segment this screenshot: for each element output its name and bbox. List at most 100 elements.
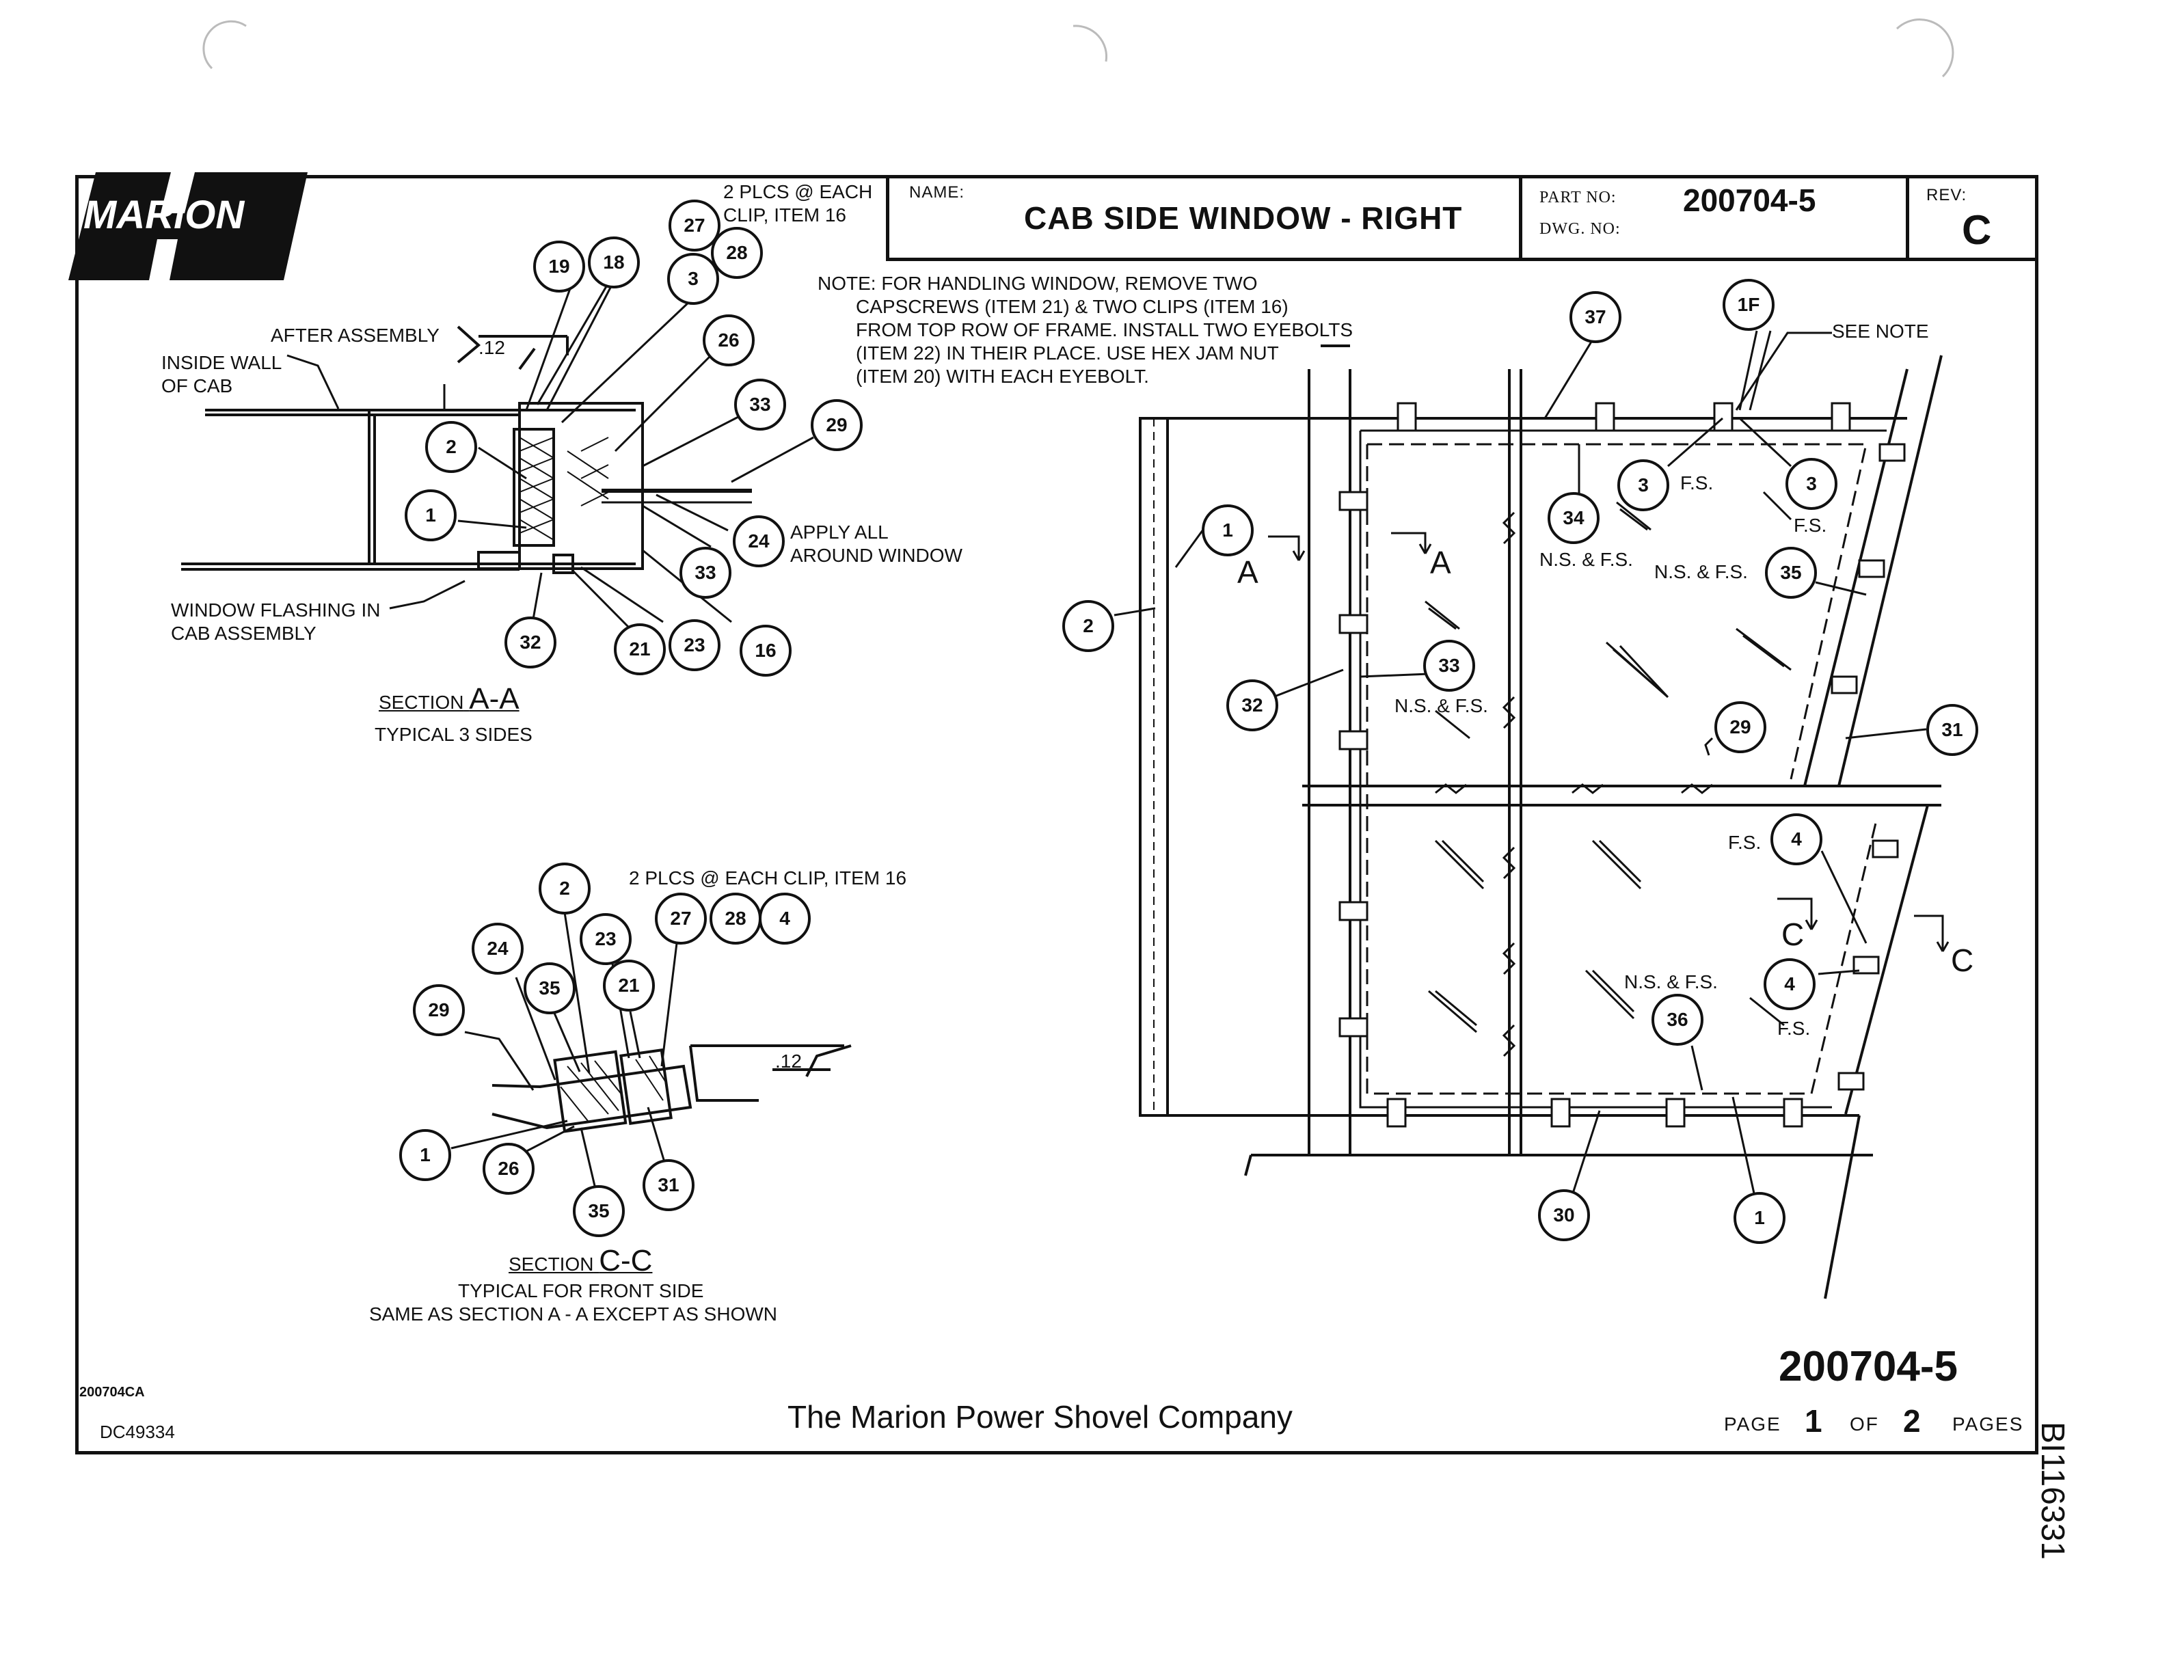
item-balloon: 21 (603, 960, 655, 1012)
cc-section-title: SECTION C-C (509, 1244, 652, 1278)
note-line-4: (ITEM 22) IN THEIR PLACE. USE HEX JAM NU… (856, 342, 1279, 364)
item-balloon: 3 (667, 253, 719, 305)
item-balloon: 35 (524, 962, 576, 1014)
note-line-5: (ITEM 20) WITH EACH EYEBOLT. (856, 366, 1149, 387)
note-line-3: FROM TOP ROW OF FRAME. INSTALL TWO EYEBO… (856, 319, 1353, 340)
item-balloon: 29 (1714, 701, 1766, 753)
cc-subtitle-2: SAME AS SECTION A - A EXCEPT AS SHOWN (369, 1303, 777, 1325)
item-balloon: 28 (711, 227, 763, 279)
item-balloon: 2 (425, 421, 477, 473)
aa-inside-wall-2: OF CAB (161, 375, 233, 396)
section-c-marker: C (1781, 917, 1805, 952)
aa-flashing-2: CAB ASSEMBLY (171, 623, 316, 644)
cc-clip-note: 2 PLCS @ EACH CLIP, ITEM 16 (629, 867, 907, 889)
item-balloon: 24 (733, 515, 785, 567)
aa-inside-wall-1: INSIDE WALL (161, 352, 282, 373)
item-balloon: 33 (1423, 640, 1475, 692)
fs-label: F.S. (1680, 472, 1714, 493)
item-balloon: 4 (1770, 813, 1822, 865)
fs-label: F.S. (1728, 832, 1762, 853)
aa-section-title: SECTION A-A (379, 682, 520, 716)
item-balloon: 2 (539, 863, 591, 914)
item-balloon: 1 (405, 489, 457, 541)
item-balloon: 37 (1569, 291, 1621, 343)
item-balloon: 34 (1548, 492, 1600, 544)
item-balloon: 19 (533, 241, 585, 293)
item-balloon: 26 (483, 1143, 535, 1195)
item-balloon: 1F (1723, 279, 1775, 331)
item-balloon: 18 (588, 236, 640, 288)
company-name: The Marion Power Shovel Company (787, 1399, 1293, 1435)
aa-flashing-1: WINDOW FLASHING IN (171, 599, 381, 621)
ns-fs-label: N.S. & F.S. (1394, 695, 1488, 716)
aa-apply-2: AROUND WINDOW (790, 545, 962, 566)
see-note-label: SEE NOTE (1832, 321, 1929, 342)
item-balloon: 29 (413, 984, 465, 1036)
sheet-border (75, 175, 2038, 1454)
item-balloon: 3 (1785, 458, 1837, 510)
item-balloon: 30 (1538, 1189, 1590, 1241)
cc-dim: .12 (775, 1051, 802, 1072)
item-balloon: 23 (669, 619, 720, 671)
page-label: PAGE (1724, 1413, 1781, 1435)
item-balloon: 35 (573, 1185, 625, 1237)
item-balloon: 32 (504, 617, 556, 668)
part-number-large: 200704-5 (1779, 1343, 1958, 1390)
part-no-label: PART NO: (1539, 189, 1617, 206)
drawing-title: CAB SIDE WINDOW - RIGHT (1024, 200, 1463, 236)
rev-label: REV: (1926, 186, 1967, 204)
item-balloon: 3 (1617, 459, 1669, 511)
pages-label: PAGES (1952, 1413, 2024, 1435)
title-block-divider (1906, 175, 1909, 261)
aa-after-assembly: AFTER ASSEMBLY (271, 325, 440, 346)
part-no-value: 200704-5 (1683, 182, 1816, 218)
item-balloon: 32 (1226, 679, 1278, 731)
item-balloon: 23 (580, 913, 632, 965)
aa-clip-note-1: 2 PLCS @ EACH (723, 181, 873, 202)
ref-code: 200704CA (79, 1385, 145, 1400)
title-block-divider (886, 175, 889, 261)
item-balloon: 31 (643, 1159, 695, 1211)
cc-section-prefix: SECTION (509, 1254, 594, 1275)
rev-value: C (1962, 207, 1992, 253)
aa-section-subtitle: TYPICAL 3 SIDES (375, 724, 532, 745)
section-a-marker: A (1430, 545, 1451, 580)
marion-logo: MARION (68, 172, 308, 280)
item-balloon: 29 (811, 399, 863, 451)
item-balloon: 1 (399, 1129, 451, 1181)
dc-code: DC49334 (100, 1422, 175, 1442)
ns-fs-label: N.S. & F.S. (1539, 549, 1633, 570)
aa-section-prefix: SECTION (379, 692, 464, 713)
logo-text: MARION (83, 193, 245, 237)
item-balloon: 31 (1926, 704, 1978, 756)
item-balloon: 1 (1734, 1192, 1785, 1244)
cc-section-letter: C-C (599, 1244, 653, 1277)
item-balloon: 27 (669, 200, 720, 252)
item-balloon: 2 (1062, 600, 1114, 652)
section-c-marker: C (1951, 943, 1974, 978)
ns-fs-label: N.S. & F.S. (1624, 971, 1718, 992)
item-balloon: 33 (679, 547, 731, 599)
item-balloon: 1 (1202, 504, 1254, 556)
aa-clip-note-2: CLIP, ITEM 16 (723, 204, 847, 226)
aa-apply-1: APPLY ALL (790, 521, 889, 543)
title-block-divider (1519, 175, 1522, 261)
item-balloon: 35 (1765, 547, 1817, 599)
item-balloon: 4 (1764, 958, 1816, 1010)
item-balloon: 36 (1652, 994, 1703, 1046)
item-balloon: 26 (703, 314, 755, 366)
page-number: 1 (1805, 1403, 1822, 1439)
page-total: 2 (1903, 1403, 1921, 1439)
name-label: NAME: (909, 183, 965, 202)
aa-section-letter: A-A (469, 682, 520, 716)
side-code: BI116331 (2034, 1422, 2071, 1560)
ns-fs-label: N.S. & F.S. (1654, 561, 1748, 582)
item-balloon: 24 (472, 923, 524, 975)
section-a-marker: A (1237, 554, 1258, 590)
dwg-no-label: DWG. NO: (1539, 220, 1621, 238)
note-line-2: CAPSCREWS (ITEM 21) & TWO CLIPS (ITEM 16… (856, 296, 1289, 317)
aa-dim: .12 (478, 337, 505, 358)
fs-label: F.S. (1794, 515, 1827, 536)
